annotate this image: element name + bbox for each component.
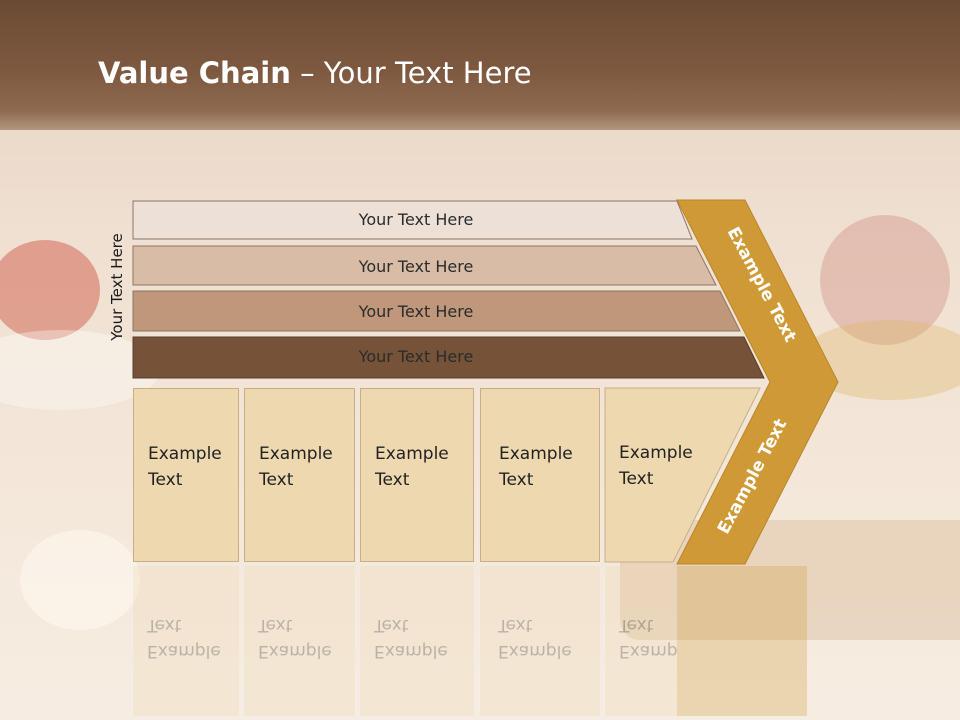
box-2-line2: Text <box>259 470 294 490</box>
refl-5-line2: Text <box>619 615 654 635</box>
box-2-line1: Example <box>259 444 333 464</box>
band-3-label: Your Text Here <box>358 302 474 321</box>
refl-4-line2: Text <box>498 615 533 635</box>
title-rest: – Your Text Here <box>290 56 532 90</box>
band-2[interactable] <box>132 245 717 286</box>
title-bold: Value Chain <box>98 56 291 90</box>
band-3[interactable] <box>132 290 741 332</box>
reflection-area: Example Text Example Text Example Text Exam… <box>133 566 833 716</box>
box-4-line1: Example <box>499 444 573 464</box>
refl-1-line1: Example <box>147 641 221 661</box>
reflection-inner: Example Text Example Text Example Text Exam… <box>133 566 833 716</box>
chevron-arrow <box>676 199 839 565</box>
tomato-shape <box>0 240 100 340</box>
refl-2-line2: Text <box>258 615 293 635</box>
reflection-text-2: Example Text <box>258 612 348 664</box>
box-5-line1: Example <box>619 443 693 463</box>
band-2-label: Your Text Here <box>358 257 474 276</box>
garlic-shape <box>20 530 140 630</box>
box-3-line2: Text <box>375 470 410 490</box>
band-4[interactable] <box>132 336 765 379</box>
refl-1-line2: Text <box>147 615 182 635</box>
box-1-line2: Text <box>148 470 183 490</box>
reflection-text-3: Example Text <box>374 612 464 664</box>
band-1-label: Your Text Here <box>358 210 474 229</box>
reflection-text-4: Example Text <box>498 612 588 664</box>
refl-4-line1: Example <box>498 641 572 661</box>
box-1-line1: Example <box>148 444 222 464</box>
refl-3-line1: Example <box>374 641 448 661</box>
box-4-line2: Text <box>499 470 534 490</box>
reflection-text-1: Example Text <box>147 612 237 664</box>
reflection-arrow <box>677 566 807 716</box>
refl-2-line1: Example <box>258 641 332 661</box>
onion-shape <box>820 215 950 345</box>
box-5-line2: Text <box>619 469 654 489</box>
box-5-shape <box>604 387 761 563</box>
reflection-box-3: Example Text <box>360 566 474 716</box>
reflection-box-1: Example Text <box>133 566 239 716</box>
title-bar <box>0 0 960 130</box>
band-1[interactable] <box>132 200 693 240</box>
reflection-box-4: Example Text <box>480 566 600 716</box>
refl-3-line2: Text <box>374 615 409 635</box>
box-3-line1: Example <box>375 444 449 464</box>
reflection-box-2: Example Text <box>244 566 355 716</box>
band-4-label: Your Text Here <box>358 347 474 366</box>
page-title: Value Chain – Your Text Here <box>98 56 532 90</box>
